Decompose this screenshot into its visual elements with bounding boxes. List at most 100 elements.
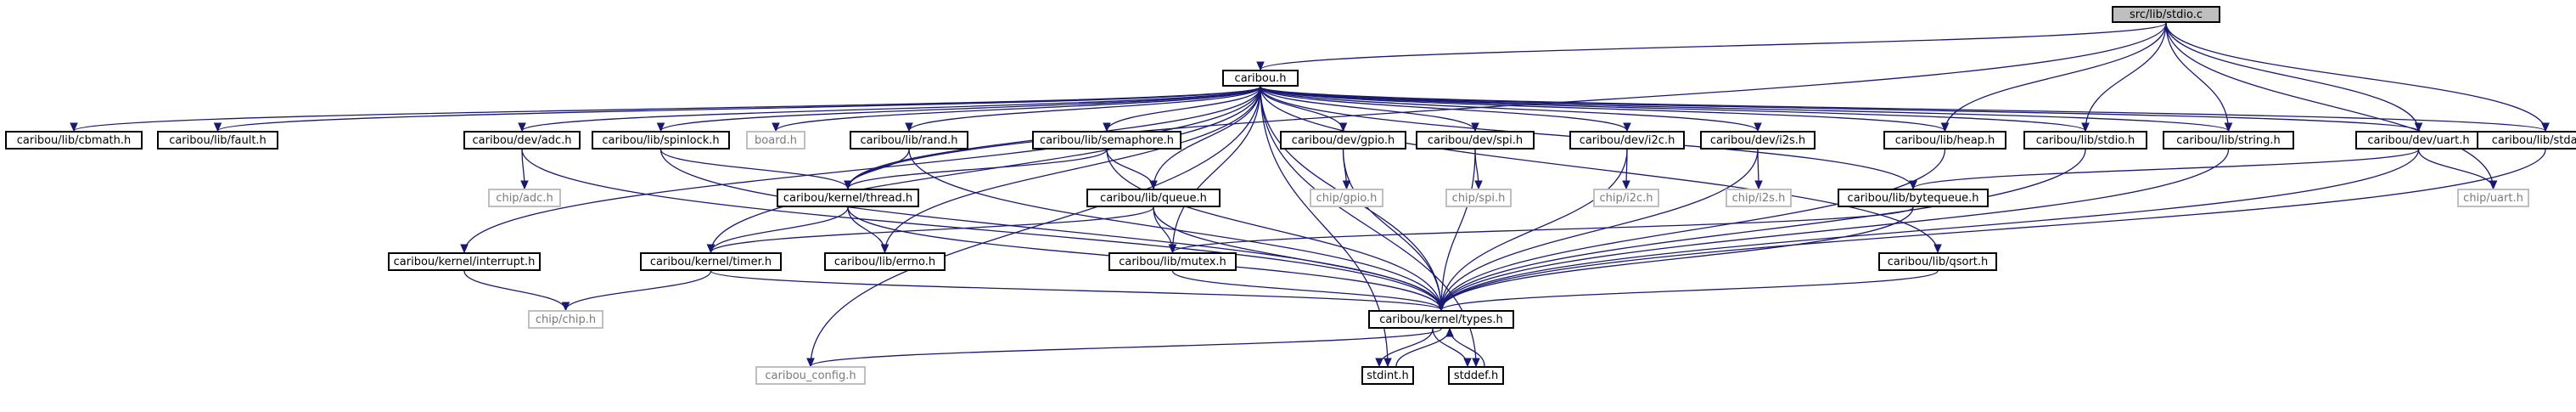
arrowhead-adc-to-chip_adc [520, 180, 529, 190]
edge-caribou_h-to-i2s [1260, 86, 1759, 132]
edge-caribou_h-to-interrupt [463, 86, 1261, 253]
node-spi: caribou/dev/spi.h [1416, 131, 1535, 150]
node-chip-gpio: chip/gpio.h [1310, 189, 1383, 207]
edge-caribou_h-to-spi [1260, 86, 1476, 132]
node-types: caribou/kernel/types.h [1368, 310, 1514, 329]
edge-caribou_h-to-mutex [1171, 86, 1261, 253]
arrowhead-thread-to-errno [880, 244, 890, 254]
arrowhead-stdio_c-to-caribou_h [1256, 61, 1265, 71]
node-chip-chip: chip/chip.h [528, 310, 603, 329]
node-caribou-h: caribou.h [1222, 70, 1299, 87]
node-adc: caribou/dev/adc.h [463, 131, 581, 150]
edge-queue-to-timer [710, 206, 1154, 253]
node-errno: caribou/lib/errno.h [824, 252, 946, 271]
node-queue: caribou/lib/queue.h [1086, 189, 1221, 207]
edge-spinlock-to-thread [659, 149, 849, 189]
edge-uart-to-types [1440, 149, 2420, 311]
node-interrupt: caribou/kernel/interrupt.h [388, 252, 541, 271]
arrowhead-caribou_h-to-stdint [1383, 358, 1392, 368]
edge-caribou_h-to-board [775, 86, 1261, 132]
arrowhead-caribou_h-to-fault [213, 122, 222, 133]
edge-stdio_c-to-thread [847, 22, 2167, 189]
edge-caribou_h-to-cbmath [73, 86, 1261, 132]
edge-timer-to-chip_chip [564, 270, 712, 311]
edge-caribou_h-to-qsort [1260, 86, 1939, 253]
edge-i2s-to-types [1440, 149, 1759, 311]
arrowhead-caribou_h-to-i2c [1623, 122, 1631, 133]
node-chip-adc: chip/adc.h [488, 189, 561, 207]
edge-bytequeue-to-types [1440, 206, 1914, 311]
arrowhead-caribou_h-to-board [772, 122, 780, 133]
arrowhead-types-to-caribou_config [806, 358, 815, 368]
node-qsort: caribou/lib/qsort.h [1878, 252, 1997, 271]
edge-stdint-to-types [1395, 328, 1451, 367]
edge-queue-to-types [1153, 206, 1442, 311]
node-stdio-c: src/lib/stdio.c [2112, 6, 2220, 23]
node-timer: caribou/kernel/timer.h [640, 252, 782, 271]
edge-caribou_h-to-queue [1153, 86, 1261, 189]
node-i2s: caribou/dev/i2s.h [1700, 131, 1816, 150]
node-thread: caribou/kernel/thread.h [777, 189, 919, 207]
arrowhead-caribou_h-to-i2s [1754, 122, 1762, 133]
arrowhead-caribou_h-to-cbmath [70, 122, 78, 133]
node-fault: caribou/lib/fault.h [157, 131, 278, 150]
edge-heap-to-types [1440, 149, 1946, 311]
node-mutex: caribou/lib/mutex.h [1108, 252, 1237, 271]
node-stdint: stdint.h [1361, 366, 1414, 385]
arrowhead-caribou_h-to-semaphore [1103, 122, 1111, 133]
arrowhead-timer-to-chip_chip [561, 302, 570, 312]
edge-stdio_c-to-uart [2165, 22, 2420, 132]
arrowhead-gpio-to-chip_gpio [1342, 180, 1351, 190]
arrowhead-types-to-stdint [1375, 358, 1383, 368]
arrowhead-caribou_h-to-interrupt [460, 244, 469, 254]
edge-caribou_h-to-stdio_h [1260, 86, 2086, 132]
edge-interrupt-to-chip_chip [463, 270, 567, 311]
arrowhead-bytequeue-to-mutex [1168, 244, 1177, 254]
edge-stdio_c-to-string [2165, 22, 2230, 132]
edge-caribou_h-to-heap [1260, 86, 1946, 132]
node-board: board.h [746, 131, 805, 150]
node-stdarg: caribou/lib/stdarg.h [2477, 131, 2576, 150]
edge-timer-to-types [710, 270, 1442, 311]
node-caribou-config: caribou_config.h [755, 366, 866, 385]
node-uart: caribou/dev/uart.h [2355, 131, 2482, 150]
arrowhead-i2s-to-chip_i2s [1754, 180, 1763, 190]
arrowhead-i2c-to-chip_i2c [1622, 180, 1630, 190]
edge-string-to-types [1440, 149, 2230, 311]
arrowhead-semaphore-to-queue [1149, 180, 1158, 190]
arrowhead-stddef-to-types [1445, 327, 1454, 337]
node-string: caribou/lib/string.h [2163, 131, 2294, 150]
edge-caribou_h-to-adc [521, 86, 1261, 132]
arrowhead-caribou_h-to-stdarg [2541, 122, 2550, 133]
arrowhead-caribou_h-to-qsort [1933, 244, 1942, 254]
edge-caribou_h-to-fault [216, 86, 1261, 132]
arrowhead-caribou_h-to-string [2224, 122, 2233, 133]
arrowhead-caribou_h-to-stdio_h [2081, 122, 2090, 133]
node-chip-spi: chip/spi.h [1445, 189, 1512, 207]
edge-adc-to-types [521, 149, 1442, 311]
node-chip-i2c: chip/i2c.h [1593, 189, 1659, 207]
edge-stdarg-to-types [1440, 149, 2546, 311]
edge-caribou_h-to-caribou_config [810, 86, 1261, 367]
arrowhead-caribou_h-to-adc [518, 122, 526, 133]
arrowhead-types-to-stddef [1463, 358, 1472, 368]
node-stddef: stddef.h [1448, 366, 1504, 385]
edge-qsort-to-types [1440, 270, 1939, 311]
arrowhead-caribou_h-to-rand [905, 122, 913, 133]
arrowhead-caribou_h-to-uart [2414, 122, 2423, 133]
arrowhead-caribou_h-to-spi [1471, 122, 1479, 133]
node-heap: caribou/lib/heap.h [1883, 131, 2006, 150]
edge-semaphore-to-thread [847, 149, 1108, 189]
edge-caribou_h-to-i2c [1260, 86, 1628, 132]
node-bytequeue: caribou/lib/bytequeue.h [1838, 189, 1989, 207]
edge-types-to-caribou_config [810, 328, 1442, 367]
edge-mutex-to-types [1171, 270, 1442, 311]
edge-bytequeue-to-mutex [1171, 206, 1914, 253]
node-gpio: caribou/dev/gpio.h [1280, 131, 1406, 150]
node-semaphore: caribou/lib/semaphore.h [1032, 131, 1181, 150]
node-cbmath: caribou/lib/cbmath.h [5, 131, 143, 150]
arrowhead-caribou_h-to-heap [1940, 122, 1950, 133]
node-stdio-h: caribou/lib/stdio.h [2023, 131, 2147, 150]
edge-uart-to-bytequeue [1912, 149, 2420, 189]
